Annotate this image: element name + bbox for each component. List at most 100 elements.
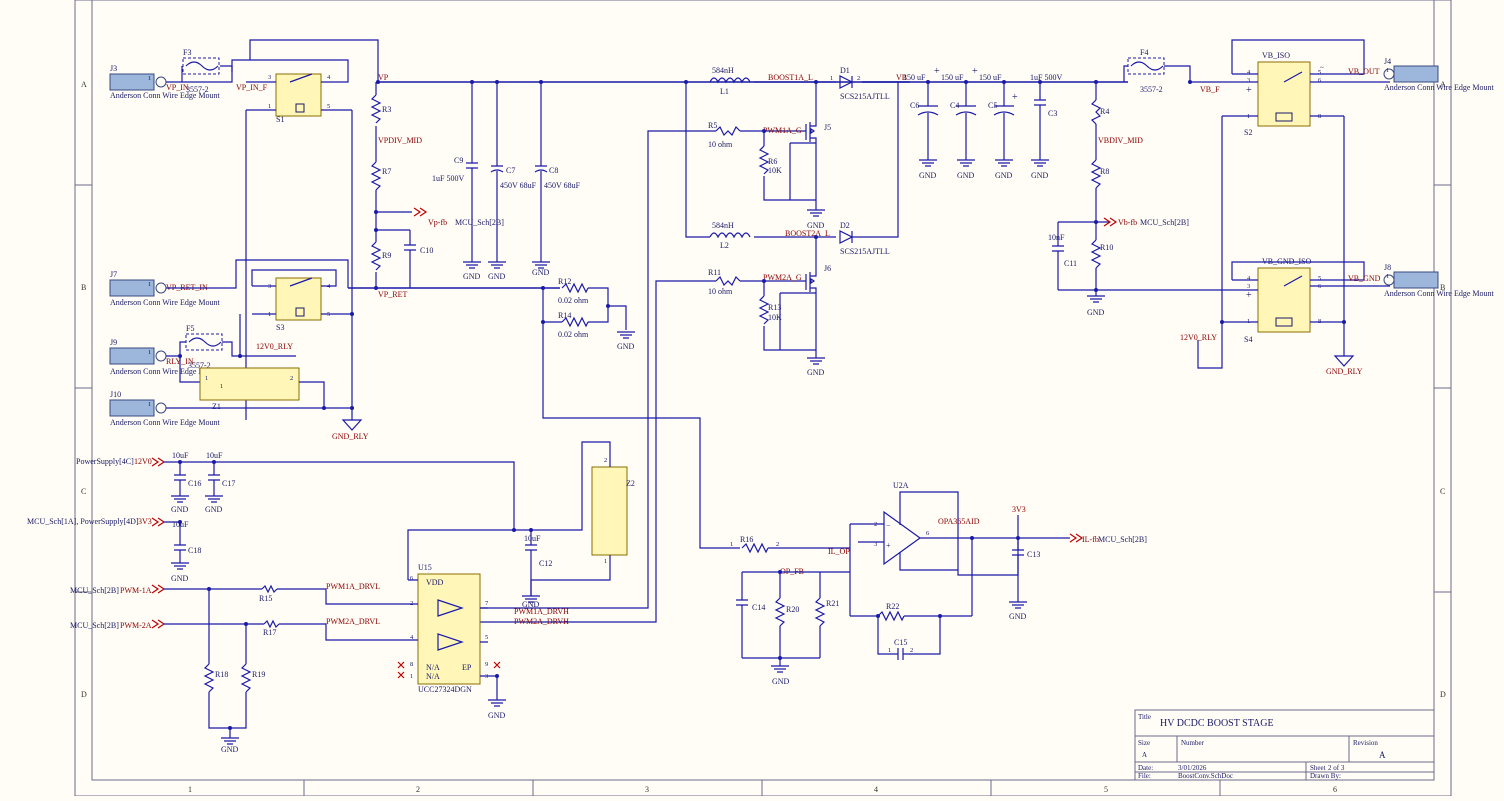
resistor-r17[interactable]: R17 bbox=[263, 619, 280, 637]
net-label-vb: VB bbox=[896, 73, 907, 82]
drawn-by-label: Drawn By: bbox=[1310, 772, 1341, 780]
resistor-r21[interactable]: R21 bbox=[814, 597, 839, 627]
capacitor-c9[interactable]: C9 1uF 500V bbox=[432, 82, 478, 262]
date-label: Date: bbox=[1138, 764, 1153, 772]
svg-text:F3: F3 bbox=[183, 48, 191, 57]
net-label-pwm1a-drvh: PWM1A_DRVH bbox=[514, 607, 569, 616]
svg-text:1: 1 bbox=[1386, 273, 1389, 280]
svg-text:4: 4 bbox=[410, 634, 414, 641]
inductor-l2[interactable]: 584nH L2 bbox=[709, 221, 751, 250]
gate-driver-u15[interactable]: U15 VDD N/A N/A EP UCC27324DGN 6 24 75 8… bbox=[410, 563, 489, 694]
revision-label: Revision bbox=[1353, 739, 1378, 747]
capacitor-c10[interactable]: C10 bbox=[404, 230, 433, 288]
fuse-f3[interactable]: F3 3557-2 bbox=[182, 48, 220, 94]
capacitor-c11[interactable]: 10nF C11 bbox=[1048, 233, 1077, 290]
capacitor-c6[interactable]: 150 uF C6 + bbox=[903, 66, 940, 160]
svg-text:MCU_Sch[2B]: MCU_Sch[2B] bbox=[1098, 535, 1147, 544]
capacitor-c14[interactable]: C14 bbox=[736, 599, 765, 658]
capacitor-c5[interactable]: 150 uF C5 + bbox=[979, 73, 1018, 160]
mosfet-j6[interactable]: J6 bbox=[805, 264, 831, 350]
port-il-fb[interactable]: IL-fb MCU_Sch[2B] bbox=[1069, 533, 1147, 544]
frame-row-label: B bbox=[81, 283, 86, 292]
resistor-r11[interactable]: R11 10 ohm bbox=[708, 268, 741, 296]
capacitor-c16[interactable]: 10uF C16 bbox=[172, 451, 201, 496]
resistor-r8[interactable]: R8 bbox=[1090, 159, 1109, 189]
svg-text:F4: F4 bbox=[1140, 48, 1148, 57]
port-pwm-1a[interactable]: MCU_Sch[2B] PWM-1A bbox=[70, 584, 166, 595]
capacitor-c8[interactable]: C8 450V 68uF bbox=[534, 82, 581, 262]
svg-text:+: + bbox=[1246, 85, 1252, 96]
capacitor-c18[interactable]: 10uF C18 bbox=[172, 520, 201, 563]
resistor-r18[interactable]: R18 bbox=[203, 663, 228, 693]
resistor-r20[interactable]: R20 bbox=[774, 597, 799, 627]
svg-text:8: 8 bbox=[410, 661, 413, 668]
file-value: BoostConv.SchDoc bbox=[1178, 772, 1233, 780]
resistor-r7[interactable]: R7 bbox=[370, 161, 391, 191]
ground-symbol: GND bbox=[488, 699, 506, 720]
svg-text:2: 2 bbox=[604, 457, 607, 464]
svg-text:R3: R3 bbox=[382, 105, 391, 114]
svg-text:+: + bbox=[886, 541, 891, 550]
svg-text:R8: R8 bbox=[1100, 167, 1109, 176]
svg-text:C13: C13 bbox=[1027, 550, 1040, 559]
svg-text:10uF: 10uF bbox=[172, 451, 189, 460]
capacitor-c12[interactable]: 10uF C12 bbox=[524, 530, 552, 596]
svg-text:10 ohm: 10 ohm bbox=[708, 287, 733, 296]
resistor-r13[interactable]: R13 10K bbox=[758, 295, 782, 325]
svg-text:R22: R22 bbox=[886, 602, 899, 611]
port-12v0[interactable]: PowerSupply[4C] 12V0 bbox=[76, 457, 166, 467]
resistor-r4[interactable]: R4 bbox=[1090, 99, 1109, 125]
resistor-r10[interactable]: R10 bbox=[1090, 239, 1113, 269]
resistor-r5[interactable]: R5 10 ohm bbox=[708, 121, 741, 149]
svg-text:1: 1 bbox=[148, 281, 151, 288]
resistor-r14[interactable]: R14 0.02 ohm bbox=[558, 311, 589, 339]
svg-text:R7: R7 bbox=[382, 167, 391, 176]
capacitor-c4[interactable]: 150 uF C4 + bbox=[941, 66, 978, 160]
capacitor-c3[interactable]: 1uF 500V C3 bbox=[1030, 73, 1062, 160]
svg-text:6: 6 bbox=[926, 530, 930, 537]
svg-text:4: 4 bbox=[1247, 69, 1251, 76]
capacitor-c13[interactable]: C13 bbox=[1012, 538, 1040, 602]
svg-text:J5: J5 bbox=[824, 123, 831, 132]
connector-j10[interactable]: J10 1 Anderson Conn Wire Edge Mount bbox=[109, 390, 221, 427]
svg-text:1uF 500V: 1uF 500V bbox=[432, 174, 464, 183]
net-label-vb-gnd: VB_GND bbox=[1348, 274, 1381, 283]
capacitor-c17[interactable]: 10uF C17 bbox=[206, 451, 235, 496]
connector-j4[interactable]: J4 1 Anderson Conn Wire Edge Mount bbox=[1383, 57, 1495, 92]
resistor-r15[interactable]: R15 bbox=[259, 584, 278, 603]
capacitor-c7[interactable]: C7 450V 68uF bbox=[490, 82, 537, 262]
port-vp-fb[interactable]: Vp-fb MCU_Sch[2B] bbox=[413, 207, 504, 227]
resistor-r12[interactable]: R12 0.02 ohm bbox=[558, 277, 589, 305]
connector-j9[interactable]: J9 1 Anderson Conn Wire Edge Mount bbox=[109, 338, 221, 376]
svg-text:R15: R15 bbox=[259, 594, 272, 603]
mosfet-j5[interactable]: J5 bbox=[805, 120, 831, 200]
resistor-r9[interactable]: R9 bbox=[370, 241, 391, 271]
ground-symbol: GND bbox=[463, 261, 481, 281]
svg-text:3: 3 bbox=[268, 74, 271, 81]
svg-text:R12: R12 bbox=[558, 277, 571, 286]
svg-text:J10: J10 bbox=[110, 390, 121, 399]
resistor-r19[interactable]: R19 bbox=[240, 663, 265, 693]
protection-z2[interactable]: 21 Z2 bbox=[591, 457, 635, 565]
svg-text:1: 1 bbox=[220, 383, 223, 390]
connector-j8[interactable]: J8 1 Anderson Conn Wire Edge Mount bbox=[1383, 263, 1495, 298]
net-label-vb-f: VB_F bbox=[1200, 85, 1220, 94]
resistor-r6[interactable]: R6 10K bbox=[758, 145, 782, 175]
ground-symbol: GND bbox=[1087, 295, 1105, 317]
inductor-l1[interactable]: 584nH L1 bbox=[709, 66, 751, 96]
resistor-r3[interactable]: R3 bbox=[370, 94, 391, 124]
port-pwm-2a[interactable]: MCU_Sch[2B] PWM-2A bbox=[70, 619, 166, 630]
svg-text:GND: GND bbox=[488, 711, 506, 720]
svg-text:1: 1 bbox=[410, 673, 413, 680]
port-3v3[interactable]: MCU_Sch[1A], PowerSupply[4D] 3V3 bbox=[27, 517, 166, 527]
svg-text:SCS215AJTLL: SCS215AJTLL bbox=[840, 92, 890, 101]
frame-col-label: 2 bbox=[416, 785, 420, 794]
relay-s2[interactable]: VB_ISO S2 431 568 + ~ bbox=[1244, 51, 1324, 137]
port-vb-fb[interactable]: Vb-fb MCU_Sch[2B] bbox=[1103, 217, 1189, 227]
resistor-r22[interactable]: R22 bbox=[877, 602, 905, 622]
